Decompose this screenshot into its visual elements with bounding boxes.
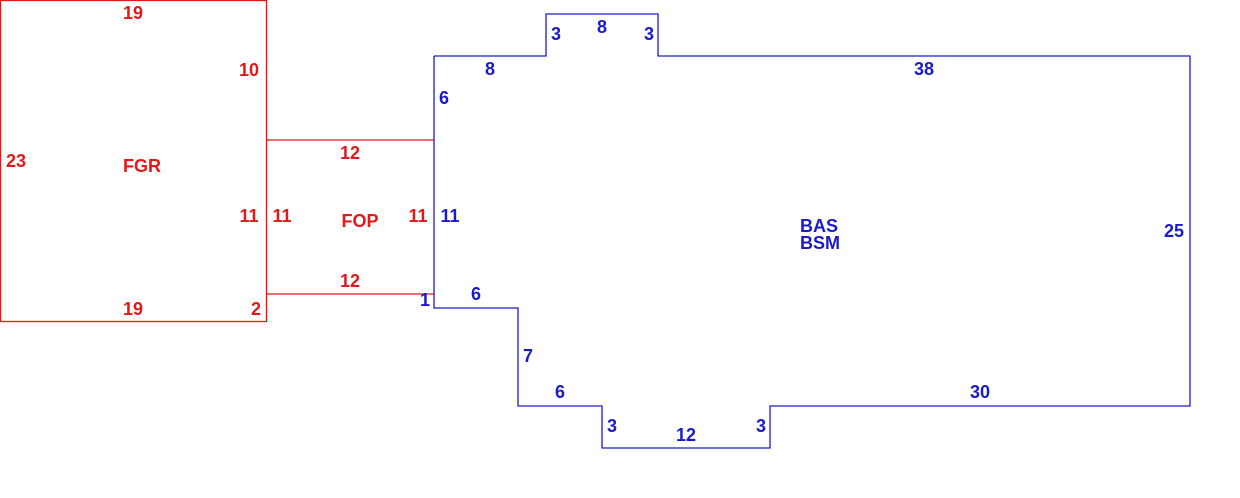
bas-code: BAS (800, 216, 838, 236)
fop-dim-bottom: 12 (340, 271, 360, 291)
bas-dim-top-right: 38 (914, 59, 934, 79)
fop-dim-right: 11 (408, 206, 427, 226)
bsm-code: BSM (800, 233, 840, 253)
bas-dim-step-small: 1 (420, 290, 430, 310)
bas-dim-step-top: 6 (471, 284, 481, 304)
fgr-dim-right-lower: 11 (239, 206, 258, 226)
fgr-dim-left: 23 (6, 151, 26, 171)
fop-dim-left: 11 (272, 206, 291, 226)
bas-outline (433, 13, 1191, 449)
fgr-dim-bottom: 19 (123, 299, 143, 319)
fop-code: FOP (341, 211, 378, 231)
bas-dim-bump-top: 8 (597, 17, 607, 37)
bas-dim-right: 25 (1164, 221, 1184, 241)
bas-dim-lower-left: 6 (555, 382, 565, 402)
fgr-dim-bottom-right: 2 (251, 299, 261, 319)
bas-dim-bottom-right: 30 (970, 382, 990, 402)
bas-dim-bottom-bump-right: 3 (756, 416, 766, 436)
fgr-dim-right-upper: 10 (239, 60, 259, 80)
bas-dim-left-middle: 11 (440, 206, 459, 226)
bas-dim-bump-right: 3 (644, 24, 654, 44)
fop-dim-top: 12 (340, 143, 360, 163)
bas-dim-step-side: 7 (523, 346, 533, 366)
bas-dim-bump-left: 3 (551, 24, 561, 44)
bas-dim-top-left: 8 (485, 59, 495, 79)
bas-dim-left-upper: 6 (439, 88, 449, 108)
bas-dim-bottom-bump-left: 3 (607, 416, 617, 436)
fgr-dim-top: 19 (123, 3, 143, 23)
bas-dim-bottom-bump-bottom: 12 (676, 425, 696, 445)
fgr-outline (0, 0, 268, 323)
fgr-code: FGR (123, 156, 161, 176)
